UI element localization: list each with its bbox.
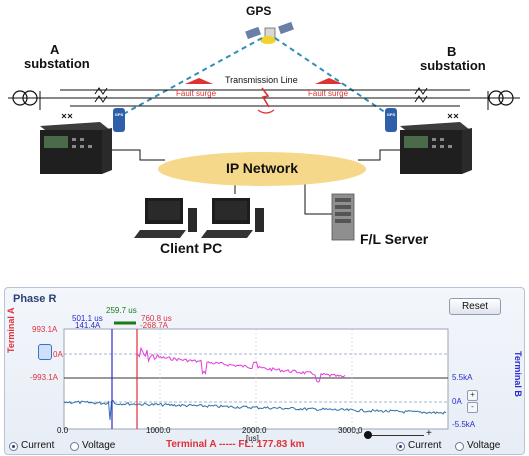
cursor-red-time: 760.8 us [141,314,172,323]
b-zero-value: 0A [452,397,462,406]
client-pc-1-icon [134,198,197,238]
breaker-icons [61,87,459,119]
terminal-b-axis-label: Terminal B [513,351,523,397]
gps-link-right [274,37,393,118]
zoom-slider-thumb[interactable] [364,431,372,439]
x-tick-0: 0.0 [57,426,69,435]
ip-network-label: IP Network [225,160,299,176]
b-station-label: substation [420,58,486,73]
server-icon [331,193,355,241]
b-top-value: 5.5kA [452,373,473,382]
ripple-icon [257,109,275,114]
radio-current-b[interactable] [396,442,405,451]
radio-voltage-a-label: Voltage [82,440,116,451]
radio-current-a[interactable] [9,442,18,451]
cursor-blue-time: 501.1 us [72,314,103,323]
b-bottom-value: -5.5kA [452,420,476,429]
x-tick-2: 2000.0 [242,426,267,435]
x-tick-3: 3000.0 [338,426,363,435]
scroll-down-button[interactable]: - [467,402,478,413]
client-pc-2-icon [201,198,264,238]
ip-network-cloud [158,152,366,186]
cursor-blue-value: 141.4A [75,321,101,330]
waveform-chart [63,321,449,430]
a-station-letter: A [50,42,60,57]
zoom-slider-track[interactable] [364,435,424,436]
gps-link-left [117,37,263,118]
radio-current-b-label: Current [408,440,442,451]
relay-b-device [400,122,472,174]
satellite-icon [245,21,294,44]
fault-surge-left-icon [185,78,213,84]
b-station-letter: B [447,44,457,59]
radio-voltage-b-label: Voltage [467,440,501,451]
fault-surge-left-label: Fault surge [176,89,217,98]
terminal-a-axis-label: Terminal A [6,307,16,353]
scroll-up-button[interactable]: + [467,390,478,401]
terminal-b-waveform [63,399,447,421]
a-top-value: 993.1A [32,325,58,334]
fl-server-label: F/L Server [360,231,429,247]
reset-button[interactable]: Reset [449,298,501,315]
a-bottom-value: -993.1A [30,373,59,382]
x-tick-1: 1000.0 [146,426,171,435]
client-pc-label: Client PC [160,240,223,256]
lightning-icon [261,87,270,108]
transformer-b-icon [488,90,514,106]
cursor-red-value: -268.7A [140,321,169,330]
radio-voltage-a[interactable] [70,442,79,451]
x-unit-label: [us] [246,434,259,443]
zoom-plus-label: + [426,428,432,439]
zoom-minus-label: - [356,428,360,439]
cursor-delta-time: 259.7 us [106,306,137,315]
gps-receiver-left-icon [113,108,125,132]
transformer-a-icon [12,90,38,106]
gps-box-left-label: GPS [114,112,124,117]
fault-surge-right-icon [315,78,343,84]
transmission-line-label: Transmission Line [225,75,298,85]
radio-current-a-label: Current [21,440,55,451]
fault-location-status: Terminal A ----- FL: 177.83 km [166,439,305,450]
a-zero-value: 0A [53,350,63,359]
phase-title: Phase R [13,293,57,305]
relay-a-device [40,122,112,174]
fault-surge-right-label: Fault surge [308,89,349,98]
hand-tool-icon[interactable] [38,344,52,360]
radio-voltage-b[interactable] [455,442,464,451]
a-station-label: substation [24,56,90,71]
gps-box-right-label: GPS [386,112,396,117]
grid-lines [159,329,353,429]
system-diagram [8,21,520,241]
gps-title: GPS [246,4,272,18]
terminal-a-waveform [136,346,346,383]
gps-receiver-right-icon [385,108,397,132]
